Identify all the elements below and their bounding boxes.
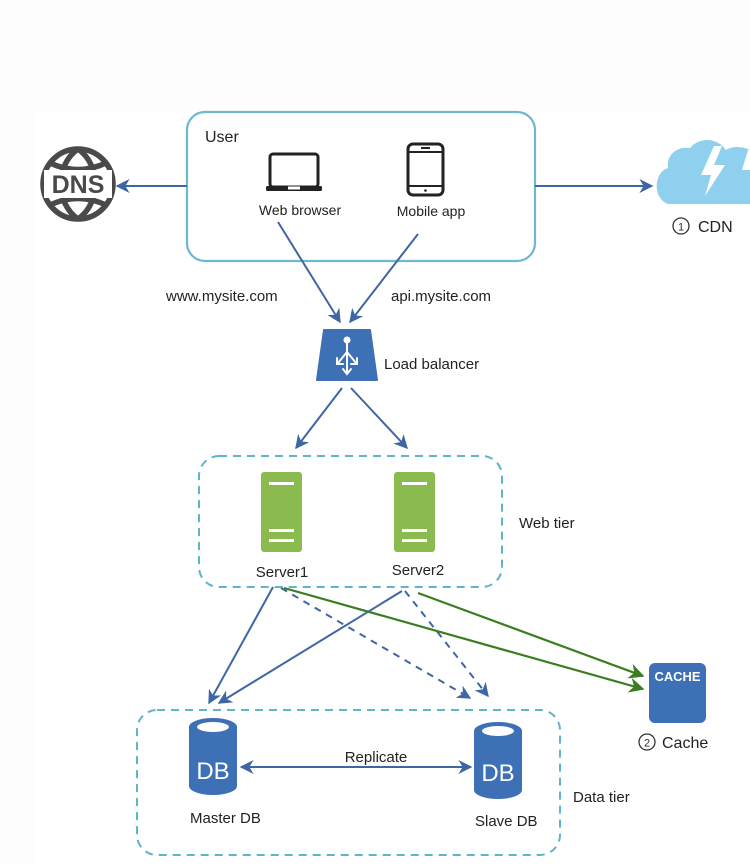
laptop-icon <box>266 152 322 191</box>
server2-node: Server2 <box>392 472 445 579</box>
arrow-server1-to-master <box>208 586 274 705</box>
server2-label: Server2 <box>392 562 445 579</box>
user-container: User Web browser Mobile app <box>185 110 537 263</box>
data-tier-container: Data tier DB Master DB DB Slave DB Repli… <box>136 709 630 856</box>
mobile-app-label: Mobile app <box>397 203 466 219</box>
background-panel <box>36 112 750 864</box>
slave-db-node: DB Slave DB <box>474 722 538 830</box>
server-icon <box>261 472 302 552</box>
arrow-server1-to-cache <box>283 586 645 693</box>
server-icon <box>394 472 435 552</box>
globe-icon <box>40 146 116 222</box>
database-icon: DB <box>189 718 237 795</box>
arrow-lb-to-server2 <box>350 387 408 450</box>
cdn-label: CDN <box>698 219 733 236</box>
cdn-number-circle <box>672 217 690 235</box>
cache-node: CACHE 2 Cache <box>638 663 708 752</box>
load-balancer-icon <box>316 329 378 381</box>
slave-db-icon-text: DB <box>481 760 514 787</box>
dns-label-bg <box>44 170 112 198</box>
arrow-app-to-lb <box>349 233 419 324</box>
arrow-browser-to-lb <box>277 221 341 324</box>
arrow-lb-to-server1 <box>295 387 343 450</box>
cache-number-circle <box>638 733 656 751</box>
load-balancer-label: Load balancer <box>384 356 479 373</box>
cdn-number: 1 <box>678 222 684 234</box>
arrow-server2-to-cache <box>417 591 645 679</box>
web-browser-label: Web browser <box>259 202 342 218</box>
load-balancer-node: Load balancer <box>316 329 479 381</box>
cdn-node: 1 CDN <box>656 139 750 236</box>
master-db-node: DB Master DB <box>189 718 261 827</box>
cloud-lightning-icon <box>656 139 750 204</box>
server1-label: Server1 <box>256 564 309 581</box>
user-label: User <box>205 129 239 146</box>
cache-icon: CACHE <box>649 663 706 723</box>
data-tier-border <box>136 709 561 856</box>
arrow-server2-to-master <box>217 590 403 704</box>
cache-number: 2 <box>644 738 650 750</box>
master-db-label: Master DB <box>190 810 261 827</box>
smartphone-icon <box>406 142 445 197</box>
web-tier-container: Web tier Server1 Server2 <box>198 455 575 588</box>
dns-node: DNS <box>40 146 116 222</box>
web-tier-border <box>198 455 503 588</box>
web-domain-label: www.mysite.com <box>165 288 278 305</box>
master-db-icon-text: DB <box>196 758 229 785</box>
data-tier-label: Data tier <box>573 789 630 806</box>
server1-node: Server1 <box>256 472 309 581</box>
arrow-server1-to-slave <box>280 587 472 699</box>
slave-db-label: Slave DB <box>475 813 538 830</box>
api-domain-label: api.mysite.com <box>391 288 491 305</box>
cache-icon-text: CACHE <box>655 669 701 684</box>
cache-label: Cache <box>662 735 708 752</box>
dns-label: DNS <box>52 171 105 199</box>
web-tier-label: Web tier <box>519 515 575 532</box>
replicate-label: Replicate <box>345 749 408 766</box>
arrow-server2-to-slave <box>404 590 489 698</box>
database-icon: DB <box>474 722 522 799</box>
